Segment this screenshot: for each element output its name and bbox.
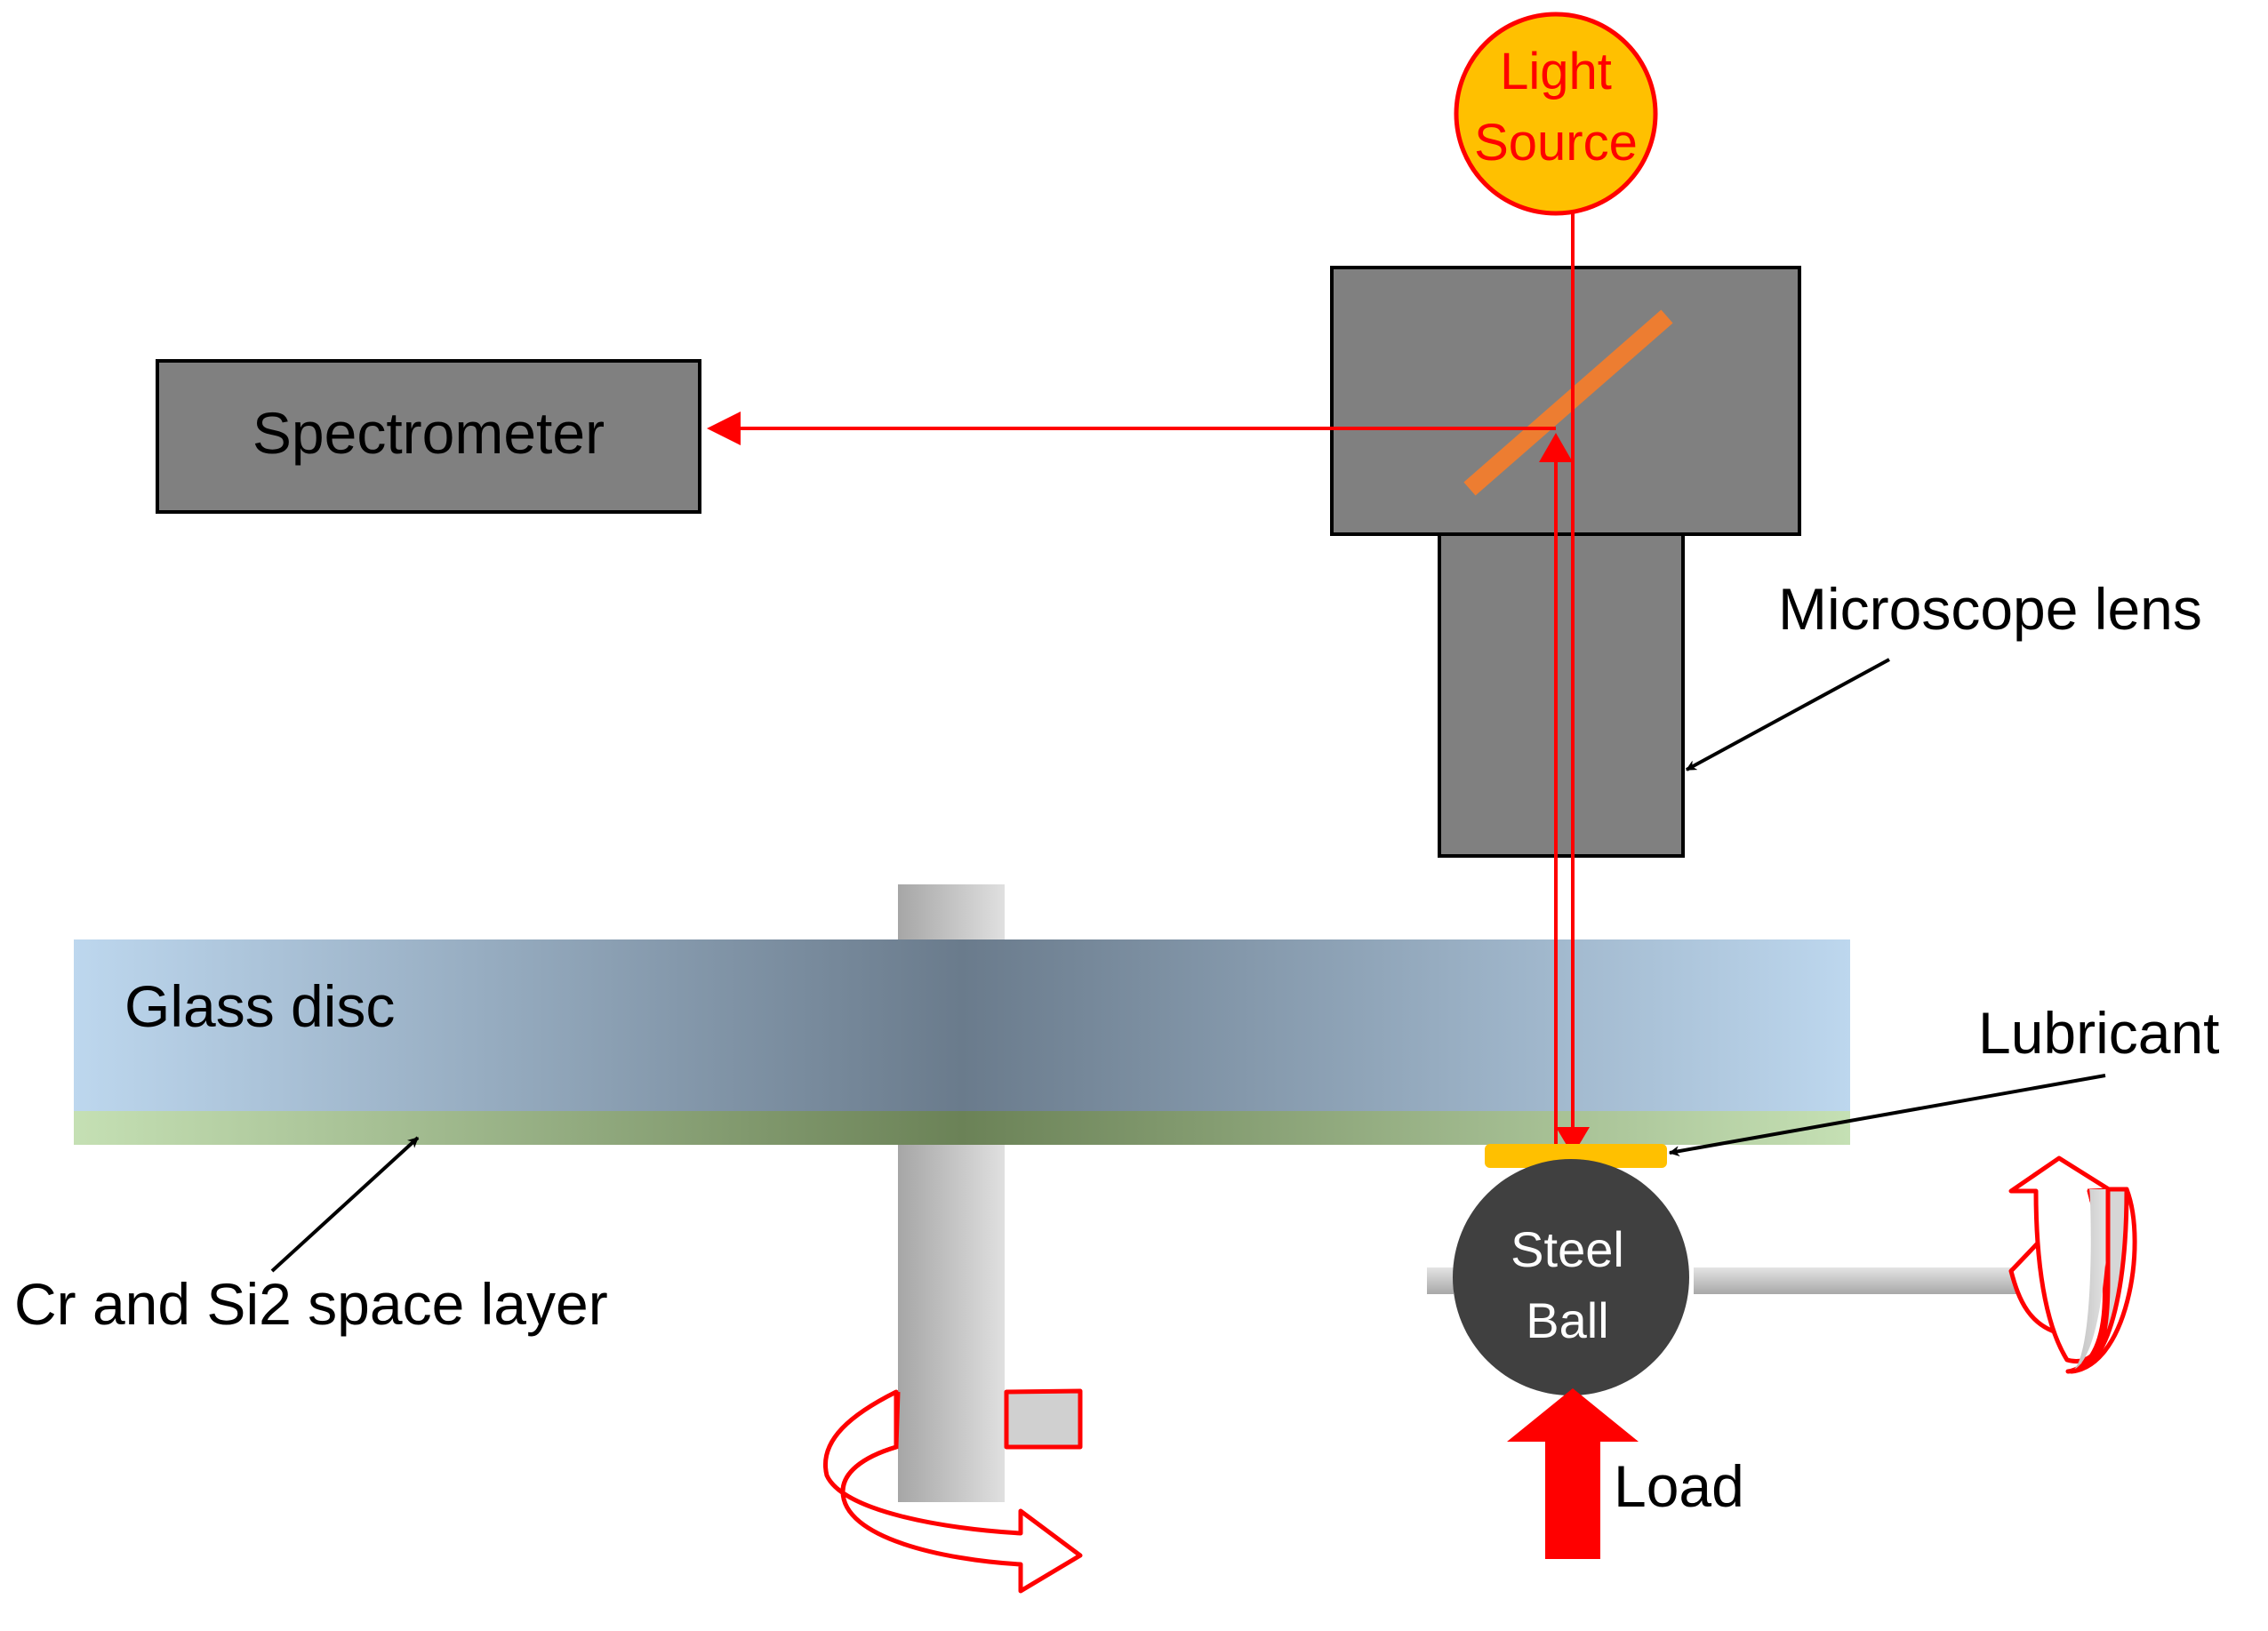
load-label: Load (1614, 1453, 1744, 1519)
microscope-lens (1438, 532, 1685, 858)
lubricant-film (1485, 1144, 1667, 1168)
microscope-lens-pointer (1685, 658, 1890, 772)
beam-splitter (1463, 309, 1673, 496)
light-beam-path (707, 213, 1590, 1157)
lubricant-pointer (1668, 1074, 2106, 1157)
light-source-label-line2: Source (1474, 114, 1638, 172)
ball-axle-left (1427, 1267, 1454, 1294)
disc-rotation-arrow (823, 1388, 1083, 1594)
microscope-lens-label: Microscope lens (1778, 576, 2202, 642)
lubricant-label: Lubricant (1978, 1000, 2220, 1066)
spectrometer-label: Spectrometer (252, 400, 605, 466)
ball-rotation-arrow (2008, 1155, 2137, 1374)
light-source-label-line1: Light (1500, 43, 1612, 100)
glass-disc-label: Glass disc (124, 973, 395, 1039)
load-arrow (1507, 1388, 1639, 1559)
spectrometer-box (156, 359, 701, 514)
steel-ball-label-line2: Ball (1526, 1292, 1608, 1348)
ball-axle-right (1694, 1267, 2067, 1294)
spacer-layer-label: Cr and Si2 space layer (14, 1271, 608, 1337)
steel-ball (1453, 1159, 1689, 1395)
steel-ball-label-line1: Steel (1511, 1221, 1624, 1277)
spacer-layer-pointer (270, 1136, 420, 1273)
light-source (1454, 12, 1658, 216)
